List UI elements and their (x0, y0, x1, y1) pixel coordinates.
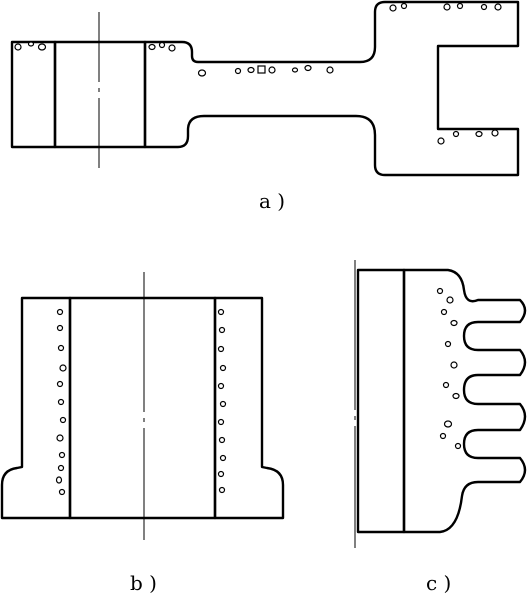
part-a-bore (53, 40, 147, 149)
caption-b: b ) (130, 571, 157, 595)
part-c-section (354, 260, 527, 548)
part-c-pores (436, 287, 462, 450)
part-b-bore (68, 296, 217, 520)
part-a-web-and-fork (143, 0, 520, 177)
part-b-section (0, 272, 285, 540)
part-b-left-wall (0, 296, 72, 520)
part-c-finned-wall (402, 268, 527, 534)
part-a-section (10, 0, 520, 177)
caption-a: a ) (259, 189, 285, 213)
caption-c: c ) (426, 571, 451, 595)
part-c-bore (356, 268, 406, 534)
part-b-pores (55, 308, 227, 496)
part-b-right-wall (213, 296, 285, 520)
part-a-pores (14, 2, 502, 145)
part-a-left-wall (10, 40, 57, 149)
